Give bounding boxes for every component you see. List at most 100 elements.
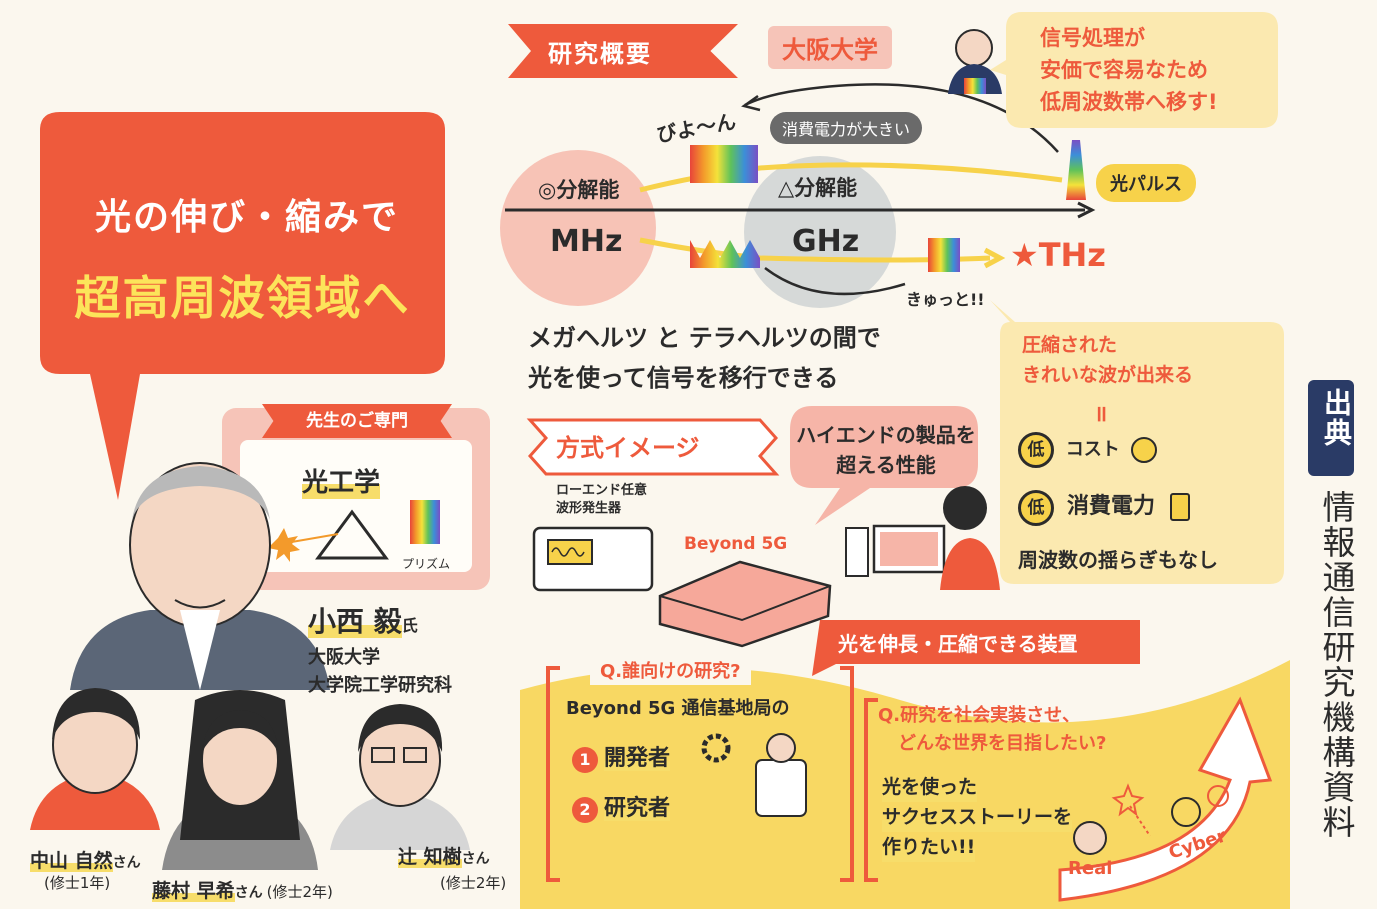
generator-waveform	[551, 547, 585, 557]
number-badge: 2	[572, 797, 598, 823]
qa2-question: Q.研究を社会実装させ、 どんな世界を目指したい?	[878, 702, 1106, 758]
ghz-label: GHz	[792, 224, 860, 259]
overview-ribbon-label: 研究概要	[548, 40, 652, 68]
overview-caption-line: 光を使って信号を移行できる	[528, 364, 839, 392]
university-tag: 大阪大学	[768, 26, 892, 69]
thz-label: ★THz	[1010, 236, 1106, 274]
student-1-name: 中山 自然さん	[30, 846, 141, 873]
specialty-ribbon: 先生のご専門	[262, 404, 452, 438]
real-label: Real	[1068, 858, 1113, 879]
mhz-label: MHz	[550, 224, 623, 259]
signal-bubble-line: 低周波数帯へ移す!	[1040, 90, 1218, 114]
money-bag-icon	[1131, 437, 1158, 463]
qa1-frame	[546, 666, 854, 882]
globe-icon	[1207, 785, 1229, 807]
student-3-grade: (修士2年)	[440, 874, 507, 892]
fluctuation-text: 周波数の揺らぎもなし	[1018, 548, 1218, 572]
professor-name-line: 小西 毅氏	[308, 600, 418, 640]
conversion-device	[658, 560, 832, 648]
student-portrait-1	[30, 688, 160, 830]
battery-icon	[1170, 493, 1191, 521]
student-suffix: さん	[112, 855, 141, 871]
cost-text: コスト	[1065, 439, 1120, 460]
performance-bubble-text: ハイエンドの製品を 超える性能	[796, 420, 976, 480]
specialty-title: 光工学	[302, 462, 381, 499]
headline-line-1: 光の伸び・縮みで	[94, 197, 399, 238]
squeeze-label: きゅっと!!	[906, 290, 985, 309]
qa1-item-text: 開発者	[604, 746, 671, 771]
student-grade: (修士2年)	[266, 883, 333, 901]
stretched-pulse	[690, 145, 758, 183]
qa2-question-line: どんな世界を目指したい?	[898, 733, 1107, 754]
overview-caption: メガヘルツ と テラヘルツの間で 光を使って信号を移行できる	[528, 318, 881, 398]
student-portrait-3	[330, 704, 470, 850]
cyber-person-icon	[1171, 797, 1201, 827]
pc-tower	[845, 527, 869, 577]
qa1-lead: Beyond 5G 通信基地局の	[566, 698, 790, 719]
source-text: 情報通信研究機構資料	[1317, 490, 1356, 840]
prism-spectrum	[410, 500, 440, 544]
qa2-frame	[864, 698, 878, 882]
generator-label: ローエンド任意 波形発生器	[556, 482, 647, 518]
affiliation-line: 大学院工学研究科	[308, 675, 452, 696]
link-line	[1129, 805, 1151, 837]
squeeze-arrow	[764, 267, 906, 296]
researcher-icon	[955, 29, 993, 67]
compress-arrowhead	[983, 247, 1006, 269]
upward-arrow	[1058, 696, 1273, 902]
professor-name: 小西 毅	[308, 605, 402, 638]
power-item: 低 消費電力	[1018, 488, 1191, 526]
generator-screen	[547, 539, 593, 565]
mhz-circle	[500, 150, 656, 306]
power-big-label: 消費電力が大きい	[770, 112, 923, 144]
qa1-item-text: 研究者	[604, 796, 671, 821]
signal-bubble-text: 信号処理が 安価で容易なため 低周波数帯へ移す!	[1040, 22, 1280, 118]
device-label-ribbon	[812, 620, 1140, 676]
return-arrowhead	[741, 94, 761, 112]
researcher-body	[940, 538, 1000, 590]
student-2-name: 藤村 早希さん(修士2年)	[152, 876, 333, 903]
light-burst-icon	[268, 528, 300, 562]
compress-note-line: きれいな波が出来る	[1022, 364, 1194, 386]
axis-arrowhead	[1077, 201, 1096, 219]
real-person-icon	[1073, 821, 1107, 855]
low-badge: 低	[1018, 490, 1054, 526]
qa2-answer: 光を使った サクセスストーリーを 作りたい!!	[882, 772, 1073, 862]
performance-bubble	[790, 406, 978, 525]
compressed-wave-2	[928, 238, 960, 272]
low-badge: 低	[1018, 432, 1054, 468]
resolution-good-label: ◎分解能	[538, 178, 620, 202]
pc-monitor-screen	[880, 532, 938, 566]
gear-icon	[701, 733, 731, 763]
performance-line: ハイエンドの製品を	[796, 423, 976, 447]
power-text: 消費電力	[1067, 494, 1156, 519]
generator-label-line: ローエンド任意	[556, 483, 648, 498]
compress-note-line: 圧縮された	[1022, 334, 1118, 356]
qa2-answer-line: サクセスストーリーを	[882, 802, 1073, 832]
researcher-head	[943, 486, 987, 530]
qa1-question: Q.誰向けの研究?	[590, 655, 751, 685]
developer-figure	[755, 759, 807, 817]
qa2-answer-line: 光を使った	[882, 772, 978, 802]
pulse-label: 光パルス	[1096, 164, 1196, 202]
device-edge	[659, 585, 831, 622]
signal-bubble-line: 信号処理が	[1040, 26, 1145, 50]
compressed-wave-1	[690, 240, 760, 268]
spark-icon	[1111, 783, 1145, 817]
student-suffix: さん	[461, 851, 490, 867]
professor-suffix: 氏	[401, 616, 418, 635]
affiliation-line: 大阪大学	[308, 647, 380, 668]
resolution-mid-label: △分解能	[778, 176, 858, 200]
number-badge: 1	[572, 747, 598, 773]
beyond5g-label: Beyond 5G	[684, 534, 788, 554]
ghz-circle	[744, 156, 896, 308]
performance-line: 超える性能	[836, 453, 936, 477]
student-portrait-2	[162, 690, 318, 870]
professor-affiliation: 大阪大学 大学院工学研究科	[308, 644, 452, 700]
overview-caption-line: メガヘルツ と テラヘルツの間で	[528, 324, 881, 352]
generator-label-line: 波形発生器	[556, 501, 622, 516]
light-pulse	[1066, 140, 1086, 200]
equals-mark: ॥	[1094, 402, 1108, 427]
student-name: 藤村 早希	[152, 880, 235, 902]
